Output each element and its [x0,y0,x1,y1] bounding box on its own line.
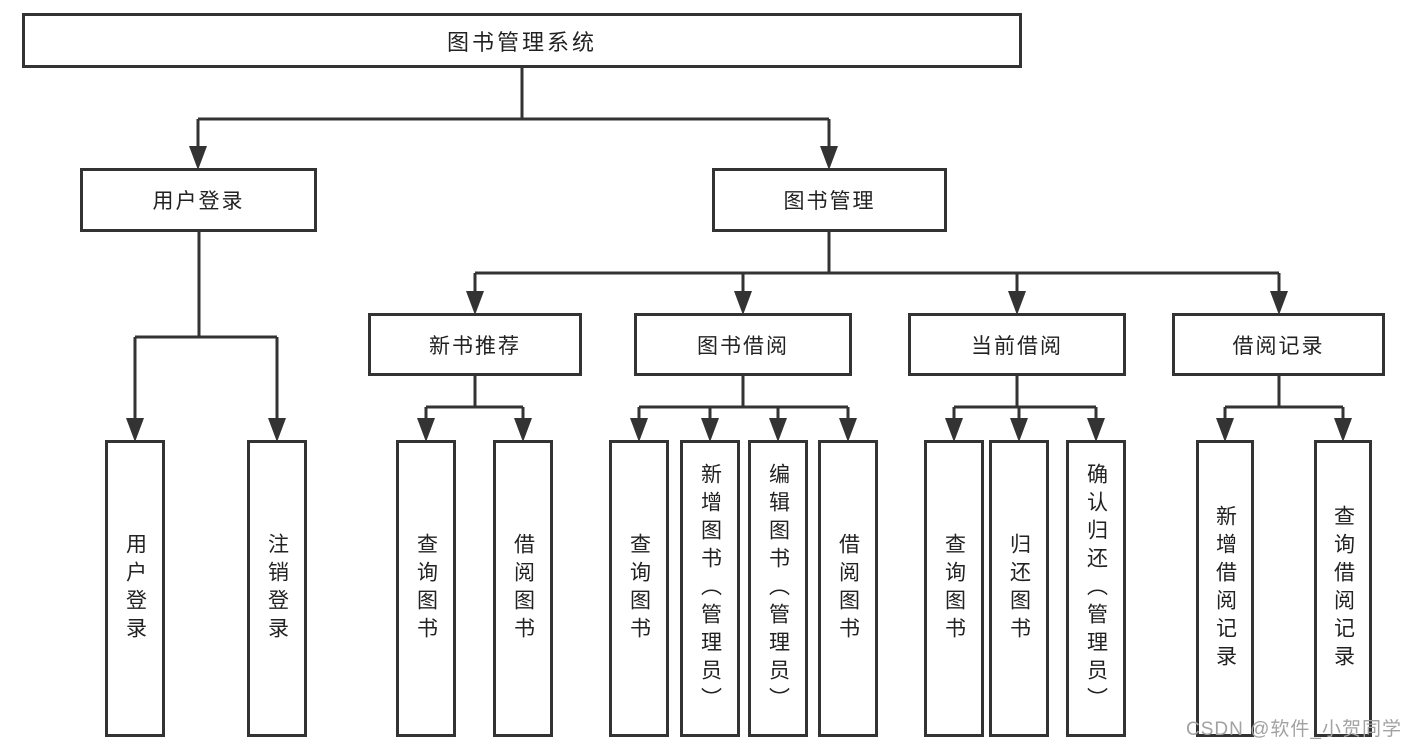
leaf-logout-label: 注销登录 [265,532,289,645]
leaf-return-books-label: 归还图书 [1007,532,1031,645]
leaf-confirm-return-admin: 确认归还（管理员） [1066,440,1126,737]
leaf-borrow-books-recommend-label: 借阅图书 [511,532,535,645]
leaf-query-borrow-record: 查询借阅记录 [1314,440,1372,737]
leaf-query-books-current: 查询图书 [924,440,984,737]
leaf-edit-books-admin: 编辑图书（管理员） [748,440,808,737]
leaf-query-books-recommend: 查询图书 [396,440,456,737]
node-book-borrowing-label: 图书借阅 [697,334,789,358]
leaf-query-borrow-record-label: 查询借阅记录 [1331,504,1355,673]
leaf-query-books-borrowing-label: 查询图书 [627,532,651,645]
leaf-borrow-books-recommend: 借阅图书 [493,440,553,737]
leaf-query-books-recommend-label: 查询图书 [414,532,438,645]
leaf-user-login-label: 用户登录 [123,532,147,645]
leaf-add-borrow-record-label: 新增借阅记录 [1213,504,1237,673]
leaf-add-books-admin: 新增图书（管理员） [680,440,740,737]
node-root-label: 图书管理系统 [446,29,597,55]
leaf-borrow-books-label: 借阅图书 [836,532,860,645]
csdn-watermark: CSDN @软件_小贺同学 [1186,719,1402,740]
leaf-borrow-books: 借阅图书 [818,440,878,737]
node-new-book-recommend-label: 新书推荐 [429,334,521,358]
node-current-borrowing-label: 当前借阅 [971,334,1063,358]
leaf-query-books-current-label: 查询图书 [942,532,966,645]
leaf-return-books: 归还图书 [989,440,1049,737]
connector-strokes [133,67,1345,419]
leaf-add-books-admin-label: 新增图书（管理员） [698,462,722,715]
leaf-add-borrow-record: 新增借阅记录 [1196,440,1254,737]
node-book-borrowing: 图书借阅 [634,313,852,376]
node-root: 图书管理系统 [22,13,1022,68]
leaf-confirm-return-admin-label: 确认归还（管理员） [1084,462,1108,715]
node-user-login-label: 用户登录 [152,190,245,213]
node-book-management-label: 图书管理 [783,190,876,213]
node-user-login: 用户登录 [80,168,317,232]
node-borrow-records-label: 借阅记录 [1232,334,1325,358]
node-new-book-recommend: 新书推荐 [368,313,582,376]
leaf-query-books-borrowing: 查询图书 [609,440,669,737]
leaf-user-login: 用户登录 [105,440,165,737]
node-borrow-records: 借阅记录 [1172,313,1385,376]
node-book-management: 图书管理 [712,168,947,232]
node-current-borrowing: 当前借阅 [908,313,1126,376]
arrowheads [126,146,1352,442]
leaf-logout: 注销登录 [247,440,307,737]
leaf-edit-books-admin-label: 编辑图书（管理员） [766,462,790,715]
